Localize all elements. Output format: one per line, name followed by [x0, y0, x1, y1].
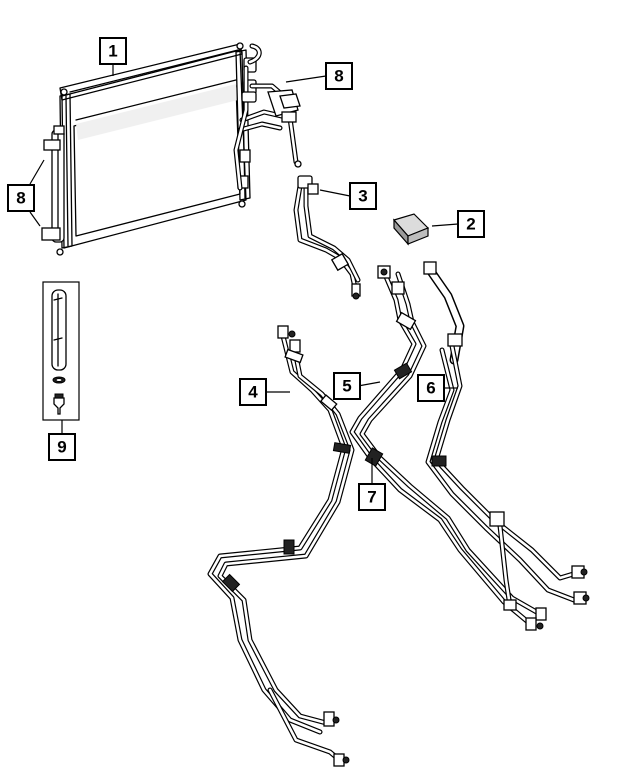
- tube-item-4: [207, 325, 355, 767]
- callout-7: 7: [358, 483, 386, 511]
- tube-item-3: [293, 175, 361, 300]
- svg-text:1: 1: [108, 42, 117, 61]
- svg-text:6: 6: [426, 379, 435, 398]
- leader-8-right: [285, 75, 327, 83]
- leader-8-left-top: [29, 159, 45, 185]
- svg-text:5: 5: [342, 377, 351, 396]
- svg-text:9: 9: [57, 438, 66, 457]
- filter-block: [392, 213, 430, 246]
- drier-kit: [42, 281, 80, 421]
- callout-3: 3: [349, 182, 377, 210]
- svg-text:4: 4: [248, 383, 258, 402]
- callout-1: 1: [99, 37, 127, 65]
- svg-text:3: 3: [358, 187, 367, 206]
- leader-8-left-bottom: [29, 211, 41, 227]
- svg-text:8: 8: [334, 67, 343, 86]
- callout-8-left: 8: [7, 184, 35, 212]
- svg-text:7: 7: [367, 488, 376, 507]
- callout-6: 6: [417, 374, 445, 402]
- svg-text:2: 2: [466, 215, 475, 234]
- callout-2: 2: [457, 210, 485, 238]
- condenser: [41, 42, 257, 256]
- callout-5: 5: [333, 372, 361, 400]
- leader-2: [431, 223, 459, 227]
- tube-item-5: [349, 265, 547, 631]
- callout-4: 4: [239, 378, 267, 406]
- callout-9: 9: [48, 433, 76, 461]
- leader-3: [319, 189, 351, 197]
- tube-item-6: [423, 261, 590, 611]
- svg-text:8: 8: [16, 189, 25, 208]
- leader-5: [357, 381, 381, 387]
- condenser-outlet-tubes: [233, 43, 302, 191]
- callout-8-right: 8: [325, 62, 353, 90]
